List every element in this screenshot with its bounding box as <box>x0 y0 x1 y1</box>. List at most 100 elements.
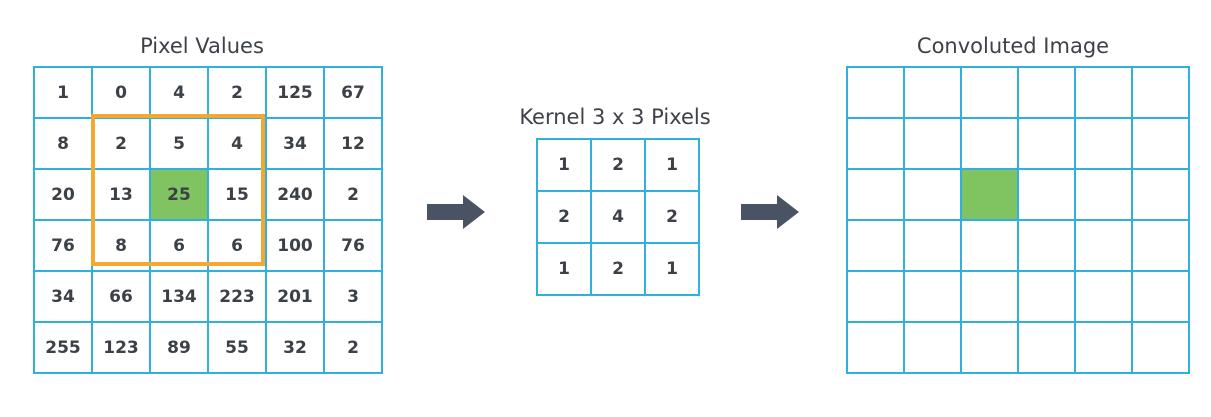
pixel-value-cell: 25 <box>149 168 209 221</box>
pixel-value-cell: 1 <box>33 66 93 119</box>
convoluted-image-cell <box>1131 117 1190 170</box>
pixel-value-cell: 76 <box>323 219 383 272</box>
pixel-value-cell: 2 <box>323 321 383 374</box>
pixel-value-cell: 125 <box>265 66 325 119</box>
convoluted-image-cell <box>903 117 962 170</box>
convoluted-image-cell <box>960 321 1019 374</box>
convoluted-image-cell <box>903 270 962 323</box>
convoluted-image-cell <box>846 219 905 272</box>
pixel-value-cell: 55 <box>207 321 267 374</box>
convoluted-image-cell <box>1074 117 1133 170</box>
convoluted-image-cell <box>846 168 905 221</box>
convoluted-image-cell <box>1017 117 1076 170</box>
pixel-value-cell: 5 <box>149 117 209 170</box>
convoluted-image-title: Convoluted Image <box>916 34 1110 58</box>
pixel-value-cell: 66 <box>91 270 151 323</box>
kernel-cell: 1 <box>536 138 592 192</box>
convoluted-image-cell <box>903 66 962 119</box>
kernel-cell: 2 <box>536 190 592 244</box>
convoluted-image-cell <box>1131 270 1190 323</box>
convoluted-image-cell <box>846 66 905 119</box>
convoluted-image-cell <box>846 117 905 170</box>
pixel-value-cell: 201 <box>265 270 325 323</box>
pixel-value-cell: 6 <box>149 219 209 272</box>
convoluted-image-cell <box>960 270 1019 323</box>
convoluted-image-cell <box>1074 321 1133 374</box>
convoluted-image-cell <box>1017 66 1076 119</box>
pixel-value-cell: 13 <box>91 168 151 221</box>
convoluted-image-cell <box>903 219 962 272</box>
kernel-cell: 2 <box>590 138 646 192</box>
pixel-value-cell: 4 <box>149 66 209 119</box>
pixel-value-cell: 12 <box>323 117 383 170</box>
pixel-value-cell: 2 <box>323 168 383 221</box>
pixel-value-cell: 89 <box>149 321 209 374</box>
pixel-value-cell: 8 <box>91 219 151 272</box>
convoluted-image-cell <box>903 168 962 221</box>
convoluted-image-cell <box>1131 219 1190 272</box>
convoluted-image-cell <box>846 321 905 374</box>
convoluted-image-row <box>846 270 1190 323</box>
right-arrow-icon <box>427 195 485 229</box>
pixel-value-cell: 6 <box>207 219 267 272</box>
pixel-value-cell: 20 <box>33 168 93 221</box>
pixel-value-cell: 32 <box>265 321 325 374</box>
convoluted-image-cell <box>1074 270 1133 323</box>
convoluted-image-cell <box>1131 321 1190 374</box>
pixel-value-cell: 34 <box>33 270 93 323</box>
pixel-value-cell: 2 <box>91 117 151 170</box>
convoluted-image-row <box>846 168 1190 221</box>
convoluted-image-cell <box>1074 168 1133 221</box>
convoluted-image-row <box>846 219 1190 272</box>
convoluted-image-cell <box>960 117 1019 170</box>
pixel-value-cell: 240 <box>265 168 325 221</box>
convoluted-image-cell <box>1074 66 1133 119</box>
convoluted-image-cell <box>1017 219 1076 272</box>
pixel-value-cell: 15 <box>207 168 267 221</box>
convoluted-image-cell <box>1131 168 1190 221</box>
convoluted-image-cell <box>1017 270 1076 323</box>
convoluted-image-cell <box>1074 219 1133 272</box>
pixel-value-cell: 3 <box>323 270 383 323</box>
pixel-value-cell: 0 <box>91 66 151 119</box>
pixel-value-cell: 100 <box>265 219 325 272</box>
pixel-values-title: Pixel Values <box>140 34 264 58</box>
convoluted-image-cell <box>960 66 1019 119</box>
convoluted-image-row <box>846 321 1190 374</box>
convoluted-image-cell <box>960 168 1019 221</box>
kernel-cell: 1 <box>536 242 592 296</box>
convoluted-image-row <box>846 117 1190 170</box>
pixel-value-cell: 34 <box>265 117 325 170</box>
kernel-cell: 4 <box>590 190 646 244</box>
kernel-cell: 2 <box>644 190 700 244</box>
pixel-value-cell: 2 <box>207 66 267 119</box>
pixel-value-cell: 67 <box>323 66 383 119</box>
convoluted-image-cell <box>1131 66 1190 119</box>
pixel-value-cell: 134 <box>149 270 209 323</box>
convoluted-image-cell <box>846 270 905 323</box>
pixel-value-cell: 223 <box>207 270 267 323</box>
kernel-cell: 1 <box>644 242 700 296</box>
convoluted-image-row <box>846 66 1190 119</box>
convoluted-image-grid <box>846 66 1190 374</box>
convoluted-image-cell <box>1017 168 1076 221</box>
pixel-value-cell: 123 <box>91 321 151 374</box>
kernel-cell: 2 <box>590 242 646 296</box>
convoluted-image-cell <box>960 219 1019 272</box>
pixel-value-cell: 76 <box>33 219 93 272</box>
pixel-value-cell: 255 <box>33 321 93 374</box>
right-arrow-icon <box>741 195 799 229</box>
kernel-title: Kernel 3 x 3 Pixels <box>519 105 711 129</box>
convoluted-image-cell <box>903 321 962 374</box>
